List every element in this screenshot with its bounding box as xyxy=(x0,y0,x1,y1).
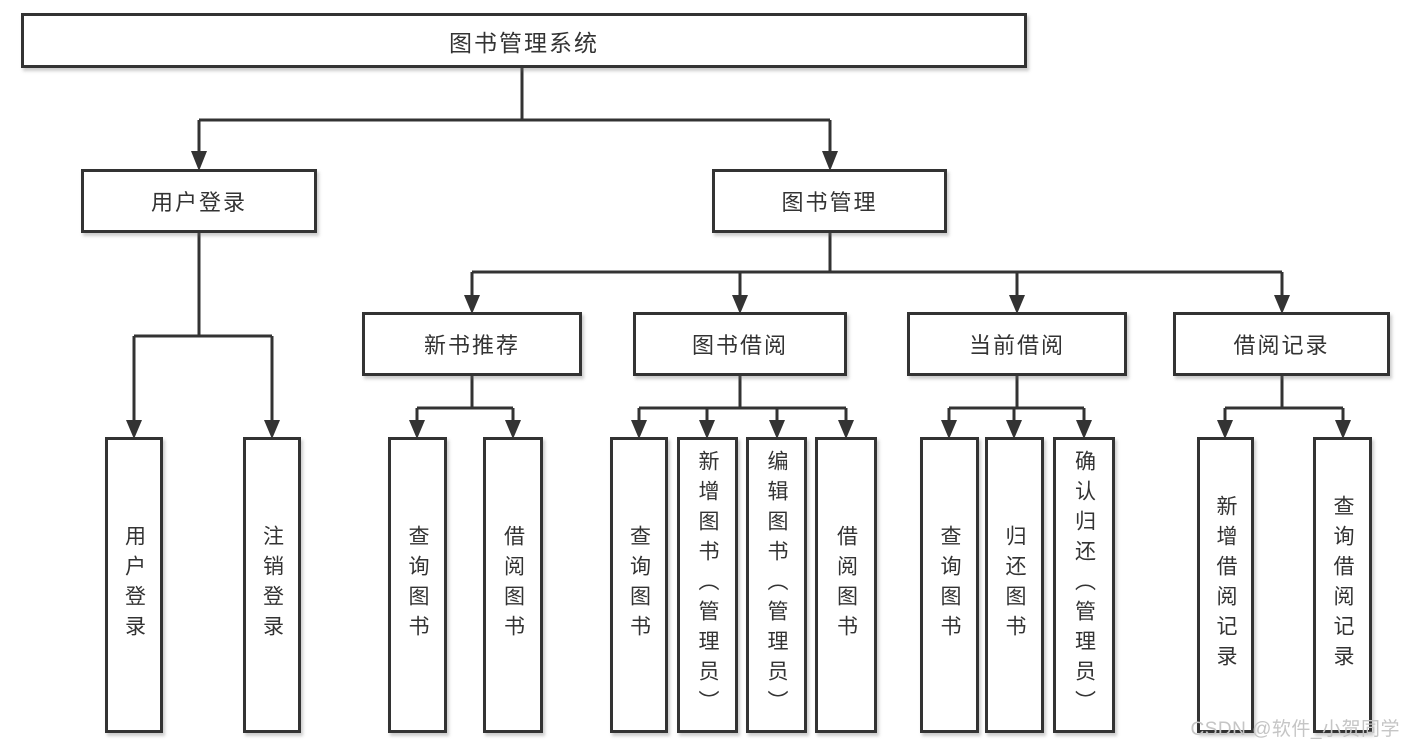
leaf-label: 用户登录 xyxy=(122,525,146,645)
leaf-label: 查询图书 xyxy=(406,525,429,645)
leaf-label: 编辑图书（管理员） xyxy=(765,450,788,720)
arrowheads xyxy=(126,151,1351,439)
csdn-watermark: CSDN @软件_小贺同学 xyxy=(1190,719,1400,740)
node-label: 图书借阅 xyxy=(691,333,788,358)
node-user-login: 用户登录 xyxy=(81,169,317,233)
node-new-book-recommend: 新书推荐 xyxy=(362,312,582,376)
leaf-user-login: 用户登录 xyxy=(105,437,163,733)
leaf-borrowing-query-books: 查询图书 xyxy=(610,437,668,733)
node-book-management: 图书管理 xyxy=(712,169,947,233)
node-label: 新书推荐 xyxy=(423,333,520,358)
node-current-borrowing: 当前借阅 xyxy=(907,312,1127,376)
node-label: 图书管理 xyxy=(781,190,878,215)
leaf-current-query-books: 查询图书 xyxy=(920,437,979,733)
leaf-return-books: 归还图书 xyxy=(985,437,1044,733)
leaf-label: 确认归还（管理员） xyxy=(1072,450,1096,720)
node-label: 用户登录 xyxy=(150,190,247,215)
leaf-borrow-books: 借阅图书 xyxy=(815,437,877,733)
leaf-label: 注销登录 xyxy=(260,525,284,645)
leaf-logout-login: 注销登录 xyxy=(243,437,301,733)
leaf-label: 新增图书（管理员） xyxy=(696,450,719,720)
leaf-label: 查询借阅记录 xyxy=(1331,495,1354,675)
leaf-edit-books-admin: 编辑图书（管理员） xyxy=(746,437,807,733)
leaf-label: 新增借阅记录 xyxy=(1214,495,1237,675)
leaf-recommend-borrow-books: 借阅图书 xyxy=(483,437,543,733)
leaf-label: 归还图书 xyxy=(1003,525,1026,645)
leaf-add-borrow-record: 新增借阅记录 xyxy=(1197,437,1254,733)
leaf-label: 查询图书 xyxy=(627,525,651,645)
node-library-management-system: 图书管理系统 xyxy=(21,13,1027,68)
leaf-recommend-query-books: 查询图书 xyxy=(388,437,447,733)
leaf-add-books-admin: 新增图书（管理员） xyxy=(677,437,738,733)
node-label: 图书管理系统 xyxy=(449,29,599,56)
node-label: 借阅记录 xyxy=(1233,333,1330,358)
node-book-borrowing: 图书借阅 xyxy=(633,312,847,376)
node-label: 当前借阅 xyxy=(968,333,1065,358)
leaf-query-borrow-record: 查询借阅记录 xyxy=(1313,437,1372,733)
leaf-label: 查询图书 xyxy=(938,525,961,645)
leaf-confirm-return-admin: 确认归还（管理员） xyxy=(1053,437,1115,733)
leaf-label: 借阅图书 xyxy=(834,525,858,645)
node-borrowing-records: 借阅记录 xyxy=(1173,312,1390,376)
leaf-label: 借阅图书 xyxy=(501,525,525,645)
